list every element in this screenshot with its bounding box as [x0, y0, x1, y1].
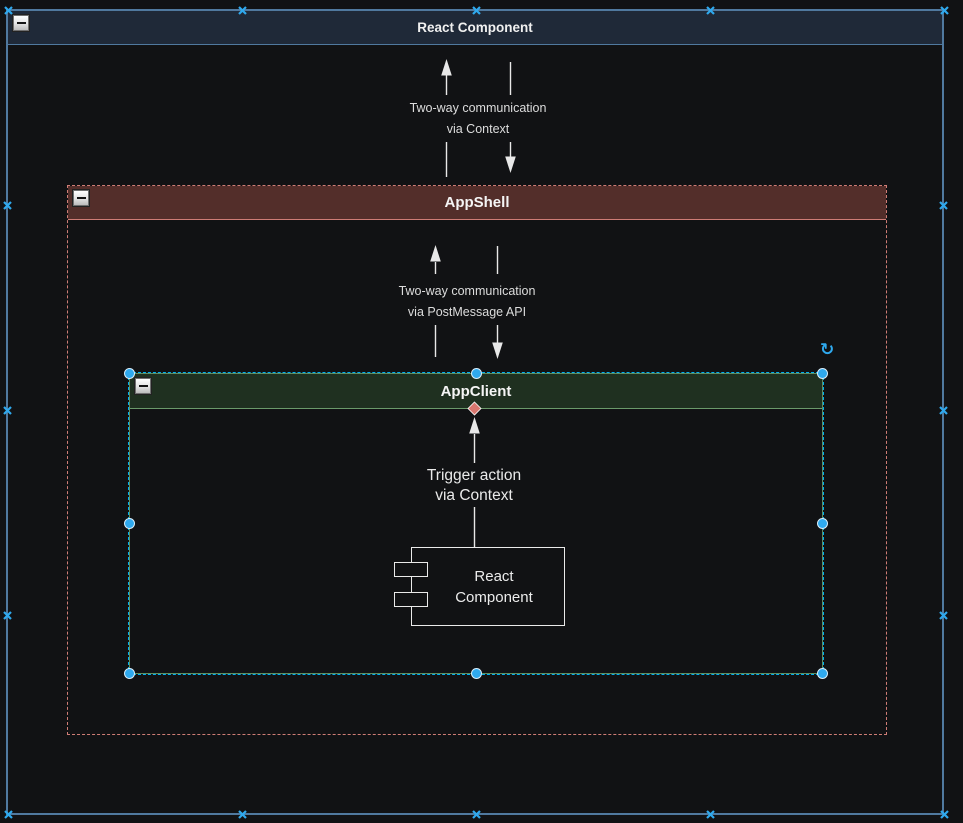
- edge-label-line: via Context: [435, 486, 513, 504]
- connection-cross-icon[interactable]: [939, 809, 949, 819]
- connection-cross-icon[interactable]: [237, 809, 247, 819]
- connection-cross-icon[interactable]: [237, 5, 247, 15]
- connection-cross-icon[interactable]: [2, 200, 12, 210]
- resize-handle-nw[interactable]: [123, 367, 135, 379]
- resize-handle-e[interactable]: [816, 517, 828, 529]
- container-title: AppClient: [440, 382, 512, 400]
- container-title: React Component: [417, 20, 533, 35]
- container-appclient-header[interactable]: AppClient: [130, 374, 822, 409]
- connection-cross-icon[interactable]: [705, 5, 715, 15]
- collapse-button[interactable]: [13, 15, 29, 31]
- container-react-component-header[interactable]: React Component: [8, 11, 942, 45]
- edge-label-line: Two-way communication: [398, 284, 536, 298]
- uml-component-box[interactable]: React Component: [411, 547, 565, 626]
- connection-cross-icon[interactable]: [3, 809, 13, 819]
- connection-cross-icon[interactable]: [705, 809, 715, 819]
- resize-handle-se[interactable]: [816, 667, 828, 679]
- rotate-handle-icon[interactable]: ↻: [820, 340, 835, 360]
- connection-cross-icon[interactable]: [3, 5, 13, 15]
- uml-component-label-line: Component: [455, 588, 533, 606]
- connection-cross-icon[interactable]: [938, 405, 948, 415]
- container-title: AppShell: [444, 194, 510, 211]
- collapse-button[interactable]: [135, 378, 151, 394]
- connection-cross-icon[interactable]: [938, 200, 948, 210]
- collapse-icon: [76, 197, 86, 199]
- collapse-button[interactable]: [73, 190, 89, 206]
- edge-label-line: via PostMessage API: [407, 305, 527, 319]
- connection-cross-icon[interactable]: [938, 610, 948, 620]
- resize-handle-n[interactable]: [470, 367, 482, 379]
- collapse-icon: [138, 385, 148, 387]
- uml-component-tab: [394, 592, 428, 607]
- edge-label-context[interactable]: Two-way communication via Context: [410, 98, 547, 140]
- edge-label-postmessage[interactable]: Two-way communication via PostMessage AP…: [399, 281, 536, 323]
- connection-cross-icon[interactable]: [2, 405, 12, 415]
- edge-label-trigger[interactable]: Trigger action via Context: [427, 466, 521, 505]
- collapse-icon: [16, 22, 26, 24]
- connection-cross-icon[interactable]: [2, 610, 12, 620]
- resize-handle-ne[interactable]: [816, 367, 828, 379]
- container-appclient[interactable]: AppClient: [129, 373, 823, 674]
- uml-component-label-line: React: [474, 567, 514, 585]
- edge-label-line: Trigger action: [426, 467, 522, 484]
- container-appshell[interactable]: AppShell: [67, 185, 887, 735]
- resize-handle-w[interactable]: [123, 517, 135, 529]
- edge-label-line: Two-way communication: [409, 101, 547, 115]
- edge-label-line: via Context: [446, 122, 510, 136]
- connection-cross-icon[interactable]: [471, 5, 481, 15]
- container-appshell-header[interactable]: AppShell: [68, 186, 886, 220]
- connection-cross-icon[interactable]: [471, 809, 481, 819]
- resize-handle-s[interactable]: [470, 667, 482, 679]
- uml-component-tab: [394, 562, 428, 577]
- resize-handle-sw[interactable]: [123, 667, 135, 679]
- connection-cross-icon[interactable]: [939, 5, 949, 15]
